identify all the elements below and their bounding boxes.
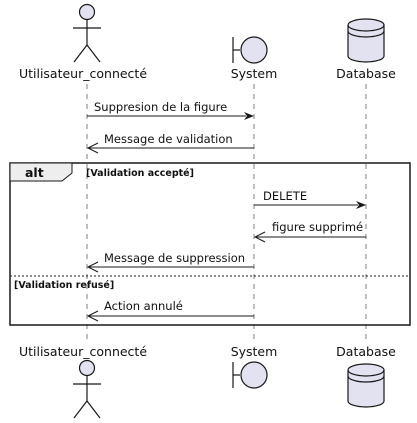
participant-label-user: Utilisateur_connecté: [19, 66, 147, 81]
message-arrow: [87, 112, 254, 120]
message-label: figure supprimé: [272, 220, 363, 234]
actor-icon: [73, 359, 101, 419]
participant-label-database: Database: [336, 344, 396, 359]
database-icon: [347, 363, 385, 408]
message-label: Suppresion de la figure: [94, 100, 227, 114]
message-arrow: [254, 201, 366, 209]
message-label: Message de suppression: [104, 251, 245, 265]
boundary-icon: [232, 361, 268, 389]
participant-label-user: Utilisateur_connecté: [19, 344, 147, 359]
boundary-icon: [232, 36, 268, 64]
fragment-guard: [Validation refusé]: [14, 280, 114, 291]
message-label: DELETE: [263, 189, 307, 203]
message-label: Message de validation: [104, 132, 233, 146]
message-arrow: [86, 261, 254, 273]
database-icon: [347, 18, 385, 63]
participant-label-database: Database: [336, 66, 396, 81]
message-label: Action annulé: [104, 299, 183, 313]
message-arrow: [86, 142, 254, 154]
message-arrow: [86, 310, 254, 322]
participant-label-system: System: [231, 66, 278, 81]
message-arrow: [253, 231, 366, 243]
actor-icon: [73, 3, 101, 63]
fragment-keyword: alt: [25, 165, 44, 180]
participant-label-system: System: [231, 344, 278, 359]
alt-fragment: [9, 162, 411, 326]
fragment-guard: [Validation accepté]: [86, 168, 194, 179]
